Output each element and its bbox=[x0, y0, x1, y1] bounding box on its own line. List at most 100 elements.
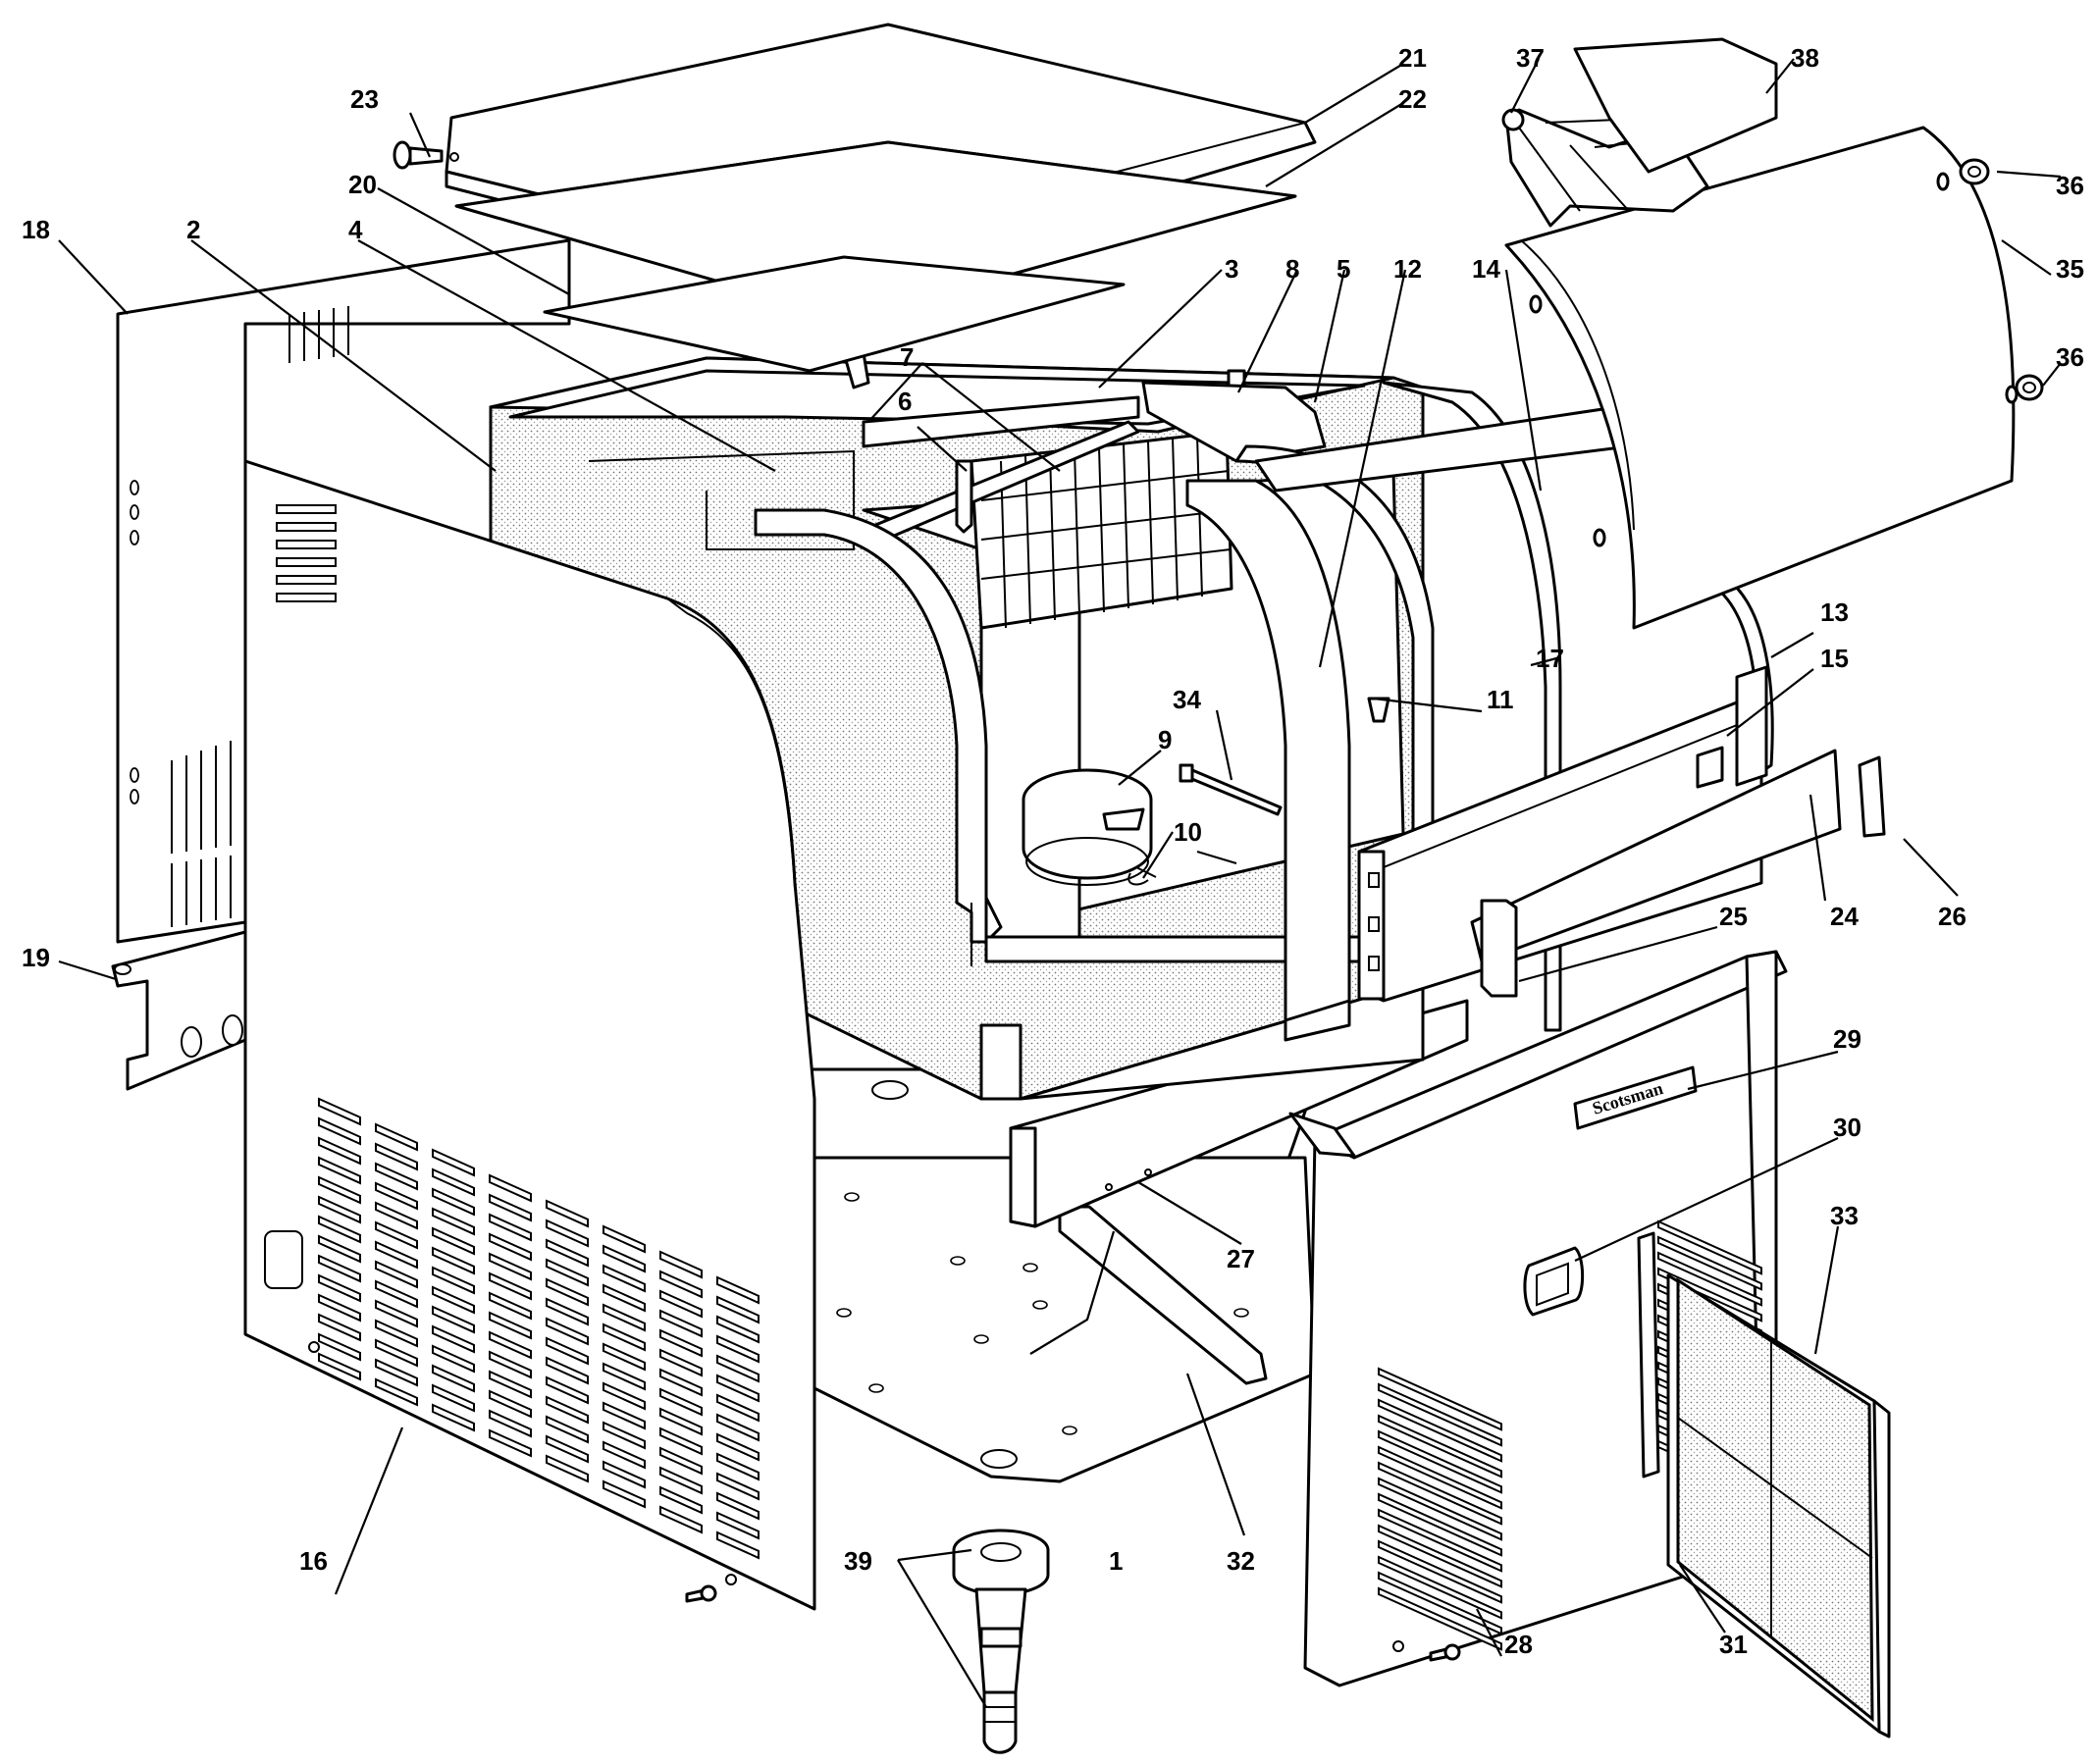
callout-37: 37 bbox=[1516, 43, 1545, 73]
vent-slot bbox=[603, 1479, 646, 1509]
vent-slot bbox=[375, 1142, 418, 1171]
door-knob-upper bbox=[1959, 158, 1990, 185]
vent-slot bbox=[603, 1401, 646, 1430]
vent-slot bbox=[546, 1317, 589, 1346]
front-arch bbox=[1185, 479, 1351, 1042]
callout-20: 20 bbox=[348, 170, 377, 199]
vent-slot bbox=[546, 1415, 589, 1444]
callout-10: 10 bbox=[1174, 817, 1202, 847]
vent-slot bbox=[489, 1291, 532, 1321]
vent-slot bbox=[489, 1350, 532, 1379]
vent-slot bbox=[318, 1293, 361, 1323]
vent-slot bbox=[1378, 1492, 1502, 1557]
vent-slot bbox=[375, 1162, 418, 1191]
vent-slot bbox=[375, 1377, 418, 1407]
vent-slot bbox=[375, 1122, 418, 1152]
left-side-panel bbox=[243, 459, 816, 1611]
vent-slot bbox=[659, 1368, 703, 1397]
vent-slot bbox=[1378, 1382, 1502, 1447]
air-filter bbox=[1666, 1273, 1891, 1738]
vent-slot bbox=[716, 1452, 760, 1481]
callout-27: 27 bbox=[1227, 1244, 1255, 1273]
water-reservoir bbox=[1022, 768, 1153, 886]
vent-slot bbox=[318, 1273, 361, 1303]
vent-slot bbox=[489, 1311, 532, 1340]
callout-26: 26 bbox=[1938, 902, 1966, 931]
vent-slot bbox=[603, 1342, 646, 1372]
vent-slot bbox=[318, 1116, 361, 1146]
vent-slot bbox=[659, 1407, 703, 1436]
callout-8: 8 bbox=[1285, 254, 1299, 284]
evaporator-plate bbox=[862, 420, 1233, 630]
leader-lines bbox=[58, 58, 2062, 1708]
vent-slot bbox=[318, 1313, 361, 1342]
vent-slot bbox=[432, 1305, 475, 1334]
vent-slot bbox=[375, 1279, 418, 1309]
callout-32: 32 bbox=[1227, 1546, 1255, 1576]
panel-screw-left bbox=[685, 1584, 717, 1603]
vent-slot bbox=[375, 1338, 418, 1368]
callout-11: 11 bbox=[1487, 685, 1514, 714]
vent-slot bbox=[375, 1220, 418, 1250]
vent-slot bbox=[375, 1181, 418, 1211]
panel-screw-right bbox=[1429, 1643, 1461, 1662]
vent-slot bbox=[546, 1297, 589, 1326]
base-brace bbox=[1058, 1205, 1268, 1385]
vent-slot bbox=[603, 1323, 646, 1352]
vent-slot bbox=[1378, 1445, 1502, 1510]
vent-slot bbox=[603, 1440, 646, 1470]
vent-slot bbox=[318, 1234, 361, 1264]
insulation-plate bbox=[543, 255, 1126, 373]
vent-slot bbox=[603, 1460, 646, 1489]
curtain-clip bbox=[1367, 697, 1390, 723]
vent-slot bbox=[659, 1328, 703, 1358]
vent-slot bbox=[432, 1266, 475, 1295]
scotsman-badge: Scotsman bbox=[1573, 1065, 1698, 1130]
vent-slot bbox=[489, 1330, 532, 1360]
callout-6: 6 bbox=[898, 387, 912, 416]
vent-slot bbox=[716, 1393, 760, 1423]
vent-slot bbox=[1378, 1586, 1502, 1651]
vent-slot bbox=[375, 1260, 418, 1289]
vent-slot bbox=[489, 1232, 532, 1262]
ice-scoop bbox=[1573, 37, 1778, 174]
vent-slot bbox=[489, 1389, 532, 1419]
vent-slot bbox=[603, 1381, 646, 1411]
vent-slot bbox=[1378, 1508, 1502, 1573]
vent-slot bbox=[318, 1332, 361, 1362]
vent-slot bbox=[489, 1213, 532, 1242]
vent-slot bbox=[716, 1315, 760, 1344]
callout-14: 14 bbox=[1472, 254, 1500, 284]
vent-slot bbox=[489, 1370, 532, 1399]
callout-29: 29 bbox=[1833, 1024, 1861, 1054]
vent-slot bbox=[432, 1148, 475, 1177]
vent-slot bbox=[659, 1446, 703, 1476]
vent-slot bbox=[659, 1485, 703, 1515]
vent-slot bbox=[546, 1199, 589, 1228]
vent-slot bbox=[1378, 1571, 1502, 1635]
vent-slot bbox=[659, 1309, 703, 1338]
vent-slot bbox=[489, 1173, 532, 1203]
vent-slot bbox=[716, 1295, 760, 1324]
vent-slot bbox=[318, 1156, 361, 1185]
vent-slot bbox=[1378, 1555, 1502, 1620]
callout-labels: 1 2 3 4 5 6 7 8 9 10 11 12 13 14 15 16 1… bbox=[22, 43, 2084, 1659]
vent-slot bbox=[432, 1246, 475, 1275]
vent-slot bbox=[318, 1215, 361, 1244]
rear-panel bbox=[116, 238, 571, 944]
distributor-tray bbox=[1141, 381, 1327, 463]
callout-35: 35 bbox=[2056, 254, 2084, 284]
vent-slot bbox=[603, 1283, 646, 1313]
callout-15: 15 bbox=[1820, 644, 1849, 673]
callout-2: 2 bbox=[186, 215, 200, 244]
callout-19: 19 bbox=[22, 943, 50, 972]
vent-slot bbox=[318, 1352, 361, 1381]
right-mounting-rail bbox=[1357, 665, 1768, 1003]
vent-slot bbox=[489, 1252, 532, 1281]
vent-slot bbox=[489, 1193, 532, 1222]
vent-slot bbox=[546, 1336, 589, 1366]
callout-21: 21 bbox=[1398, 43, 1427, 73]
callout-31: 31 bbox=[1719, 1630, 1748, 1659]
vent-slot bbox=[716, 1432, 760, 1462]
